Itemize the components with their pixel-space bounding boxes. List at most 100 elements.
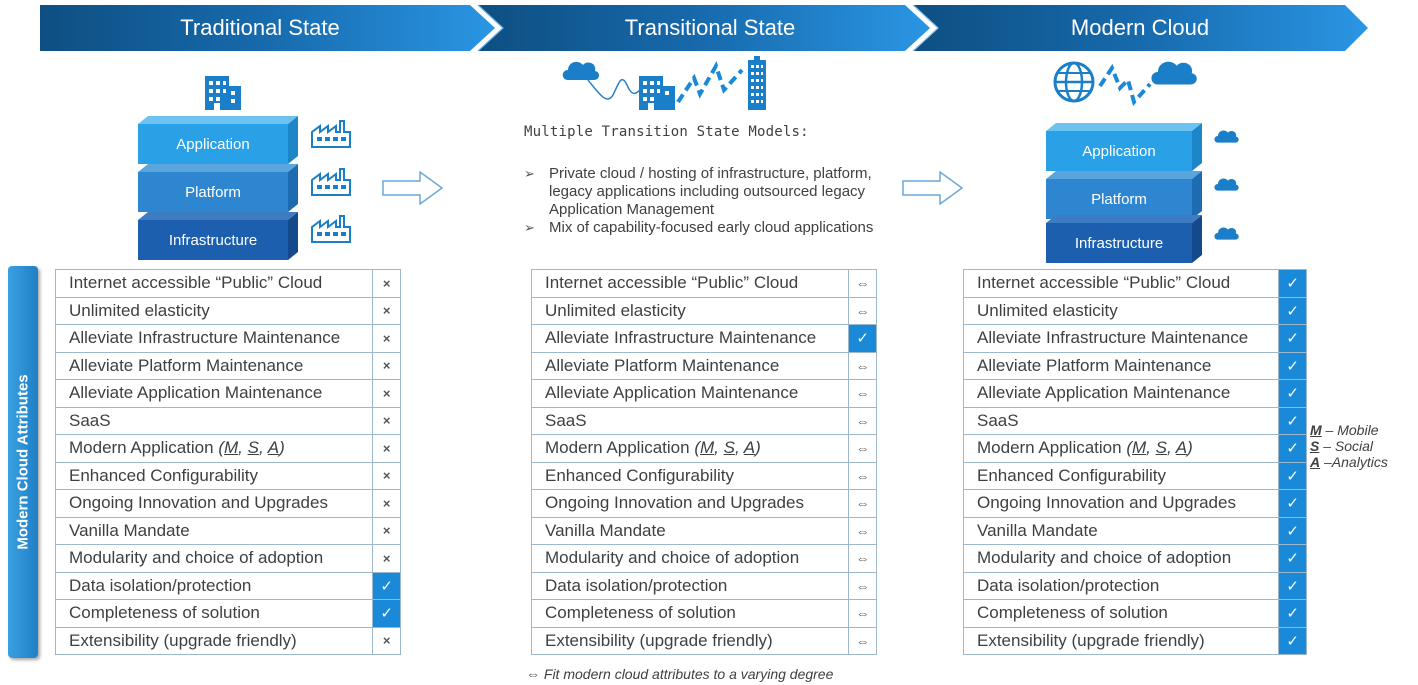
- attribute-label: Internet accessible “Public” Cloud: [962, 269, 1280, 298]
- cross-icon: ×: [372, 489, 401, 518]
- fit-footnote: ⇔ Fit modern cloud attributes to a varyi…: [526, 666, 834, 682]
- check-icon: ✓: [372, 599, 401, 628]
- check-icon: ✓: [372, 571, 401, 600]
- attribute-label: Vanilla Mandate: [54, 516, 374, 545]
- attribute-label: SaaS: [530, 406, 850, 435]
- cloud-icon: [1151, 61, 1197, 85]
- arrow-icon: ⇔: [848, 296, 877, 325]
- table-row: Alleviate Infrastructure Maintenance×: [54, 324, 401, 353]
- transitional-attributes-table: Internet accessible “Public” Cloud⇔Unlim…: [530, 269, 877, 655]
- table-row: Modern Application (M, S, A)×: [54, 434, 401, 463]
- arrow-icon: ⇔: [848, 434, 877, 463]
- stack-traditional-application: Application: [138, 116, 298, 164]
- check-icon: ✓: [1278, 324, 1307, 353]
- table-row: Completeness of solution✓: [962, 599, 1307, 628]
- table-row: Completeness of solution⇔: [530, 599, 877, 628]
- factory-icon: [311, 120, 351, 148]
- building-icon: [639, 76, 675, 110]
- attribute-label: Extensibility (upgrade friendly): [962, 626, 1280, 655]
- attribute-label: Alleviate Platform Maintenance: [530, 351, 850, 380]
- connector-dashes-icon: [676, 61, 744, 104]
- globe-icon: [1053, 61, 1095, 103]
- check-icon: ✓: [848, 324, 877, 353]
- attribute-label: Extensibility (upgrade friendly): [530, 626, 850, 655]
- cross-icon: ×: [372, 379, 401, 408]
- attribute-label: Unlimited elasticity: [54, 296, 374, 325]
- table-row: Unlimited elasticity×: [54, 296, 401, 325]
- attribute-label: Alleviate Infrastructure Maintenance: [962, 324, 1280, 353]
- table-row: Alleviate Platform Maintenance×: [54, 351, 401, 380]
- attribute-label: SaaS: [54, 406, 374, 435]
- stack-traditional-infrastructure: Infrastructure: [138, 212, 298, 260]
- cross-icon: ×: [372, 351, 401, 380]
- attribute-label: Enhanced Configurability: [530, 461, 850, 490]
- modern-attributes-table: Internet accessible “Public” Cloud✓Unlim…: [962, 269, 1307, 655]
- check-icon: ✓: [1278, 351, 1307, 380]
- attribute-label: Data isolation/protection: [530, 571, 850, 600]
- table-row: Internet accessible “Public” Cloud⇔: [530, 269, 877, 298]
- stage-transitional-title: Transitional State: [624, 15, 796, 40]
- table-row: Internet accessible “Public” Cloud✓: [962, 269, 1307, 298]
- msa-legend: M – Mobile S – Social A –Analytics: [1310, 422, 1388, 470]
- attribute-label: Data isolation/protection: [54, 571, 374, 600]
- arrow-icon: ⇔: [848, 351, 877, 380]
- cloud-icon: [1214, 227, 1239, 240]
- table-row: Extensibility (upgrade friendly)⇔: [530, 626, 877, 655]
- check-icon: ✓: [1278, 626, 1307, 655]
- table-row: Alleviate Platform Maintenance⇔: [530, 351, 877, 380]
- table-row: Completeness of solution✓: [54, 599, 401, 628]
- modern-app-suffix: (M, S, A): [213, 438, 285, 458]
- check-icon: ✓: [1278, 599, 1307, 628]
- arrow-icon: ⇔: [848, 626, 877, 655]
- attribute-label: Internet accessible “Public” Cloud: [54, 269, 374, 298]
- stage-traditional-title: Traditional State: [180, 15, 340, 40]
- traditional-attributes-table: Internet accessible “Public” Cloud×Unlim…: [54, 269, 401, 655]
- cross-icon: ×: [372, 296, 401, 325]
- attribute-label: Data isolation/protection: [962, 571, 1280, 600]
- factory-icon: [311, 215, 351, 243]
- table-row: Ongoing Innovation and Upgrades⇔: [530, 489, 877, 518]
- arrow-icon: ⇔: [848, 544, 877, 573]
- arrow-icon: ⇔: [848, 461, 877, 490]
- attribute-label: Vanilla Mandate: [530, 516, 850, 545]
- table-row: SaaS⇔: [530, 406, 877, 435]
- modern-cloud-attributes-bar: [8, 266, 38, 658]
- chevron-modern: [913, 5, 1368, 51]
- attribute-label: Unlimited elasticity: [962, 296, 1280, 325]
- skyscraper-icon: [748, 56, 766, 110]
- stack-modern-application: Application: [1046, 123, 1202, 171]
- attribute-label: SaaS: [962, 406, 1280, 435]
- attribute-label: Enhanced Configurability: [54, 461, 374, 490]
- check-icon: ✓: [1278, 406, 1307, 435]
- attribute-label: Modern Application (M, S, A): [962, 434, 1280, 463]
- arrow-icon: ⇔: [848, 379, 877, 408]
- table-row: Modularity and choice of adoption✓: [962, 544, 1307, 573]
- attribute-label: Alleviate Application Maintenance: [54, 379, 374, 408]
- table-row: Vanilla Mandate×: [54, 516, 401, 545]
- check-icon: ✓: [1278, 434, 1307, 463]
- attribute-label: Internet accessible “Public” Cloud: [530, 269, 850, 298]
- chevron-transitional: [478, 5, 930, 51]
- arrow-icon: ⇔: [848, 269, 877, 298]
- table-row: Vanilla Mandate⇔: [530, 516, 877, 545]
- stack-modern-platform: Platform: [1046, 171, 1202, 219]
- check-icon: ✓: [1278, 571, 1307, 600]
- table-row: Modern Application (M, S, A)⇔: [530, 434, 877, 463]
- table-row: Enhanced Configurability×: [54, 461, 401, 490]
- attribute-label: Completeness of solution: [530, 599, 850, 628]
- attribute-label: Completeness of solution: [54, 599, 374, 628]
- table-row: Ongoing Innovation and Upgrades×: [54, 489, 401, 518]
- check-icon: ✓: [1278, 379, 1307, 408]
- cross-icon: ×: [372, 544, 401, 573]
- legend-social: S – Social: [1310, 438, 1374, 454]
- modern-app-suffix: (M, S, A): [689, 438, 761, 458]
- right-arrow-icon: [902, 171, 964, 205]
- right-arrow-icon: [382, 171, 444, 205]
- attribute-label: Alleviate Infrastructure Maintenance: [54, 324, 374, 353]
- check-icon: ✓: [1278, 516, 1307, 545]
- attribute-label: Modern Application (M, S, A): [530, 434, 850, 463]
- table-row: Data isolation/protection✓: [962, 571, 1307, 600]
- transition-note-title: Multiple Transition State Models:: [524, 124, 809, 140]
- cross-icon: ×: [372, 516, 401, 545]
- cloud-icon: [1214, 130, 1239, 143]
